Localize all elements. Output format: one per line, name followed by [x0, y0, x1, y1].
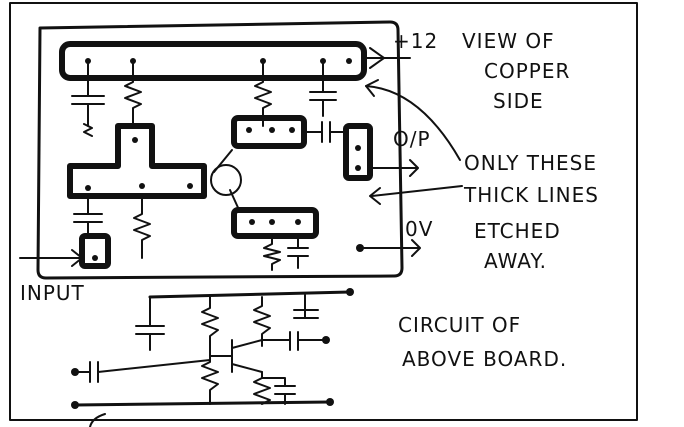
ground-hole [356, 244, 364, 252]
t-pad-hole-mid [139, 183, 145, 189]
schematic-bias-resistor-bottom [201, 355, 219, 405]
circuit-caption-line1: CIRCUIT OF [398, 313, 521, 337]
schematic-capacitor-decouple [135, 296, 165, 351]
schematic-transistor [209, 339, 263, 373]
t-shaped-pad [67, 123, 207, 199]
note-line2: THICK LINES [463, 183, 599, 207]
rail-hole-5 [346, 58, 352, 64]
note-line4: AWAY. [484, 249, 547, 273]
schematic-ground-rail [73, 400, 332, 407]
schematic-supply-rail [148, 290, 352, 299]
emitter-hole-2 [269, 219, 275, 225]
view-label-line3: SIDE [493, 89, 544, 113]
schematic-collector-resistor [253, 296, 271, 347]
collector-hole-1 [246, 127, 252, 133]
schematic-supply-capacitor [293, 294, 319, 319]
output-hole-2 [355, 165, 361, 171]
t-pad-hole-right [187, 183, 193, 189]
note-line3: ETCHED [474, 219, 561, 243]
collector-hole-3 [289, 127, 295, 133]
rail-hole-4 [320, 58, 326, 64]
rail-hole-3 [260, 58, 266, 64]
outer-frame [9, 2, 638, 421]
rail-hole-2 [130, 58, 136, 64]
rail-resistor-left [124, 63, 142, 127]
supply-label: +12 [393, 29, 438, 53]
input-label: INPUT [20, 281, 85, 305]
note-line1: ONLY THESE [464, 151, 597, 175]
schematic-input-node [71, 368, 79, 376]
schematic-emitter-resistor [253, 371, 271, 405]
output-pad [343, 123, 373, 181]
rail-capacitor-right [309, 63, 337, 117]
t-pad-hole-left [85, 185, 91, 191]
schematic-emitter-capacitor [261, 377, 296, 405]
emitter-pad [231, 207, 319, 239]
schematic-ground-tail [89, 413, 106, 427]
emitter-hole-1 [249, 219, 255, 225]
schematic-ground-node-left [71, 401, 79, 409]
output-arrow [371, 159, 419, 177]
ground-scribble-left [83, 123, 93, 137]
circuit-caption-line2: ABOVE BOARD. [402, 347, 567, 371]
pcb-board-outline [36, 20, 404, 280]
collector-hole-2 [269, 127, 275, 133]
input-pad [79, 233, 111, 269]
view-label-line2: COPPER [484, 59, 570, 83]
supply-arrow [363, 47, 411, 69]
emitter-hole-3 [295, 219, 301, 225]
note-arrow-output [369, 185, 463, 205]
schematic-output-capacitor [261, 331, 327, 351]
schematic-ground-node-right [326, 398, 334, 406]
note-arrow-rail [365, 85, 461, 161]
output-hole-1 [355, 145, 361, 151]
input-arrow [19, 249, 83, 267]
output-capacitor [303, 121, 349, 143]
schematic-bias-resistor-top [201, 296, 219, 357]
input-capacitor [73, 195, 103, 237]
schematic-supply-node [346, 288, 354, 296]
schematic-output-node [322, 336, 330, 344]
schematic-input-capacitor [74, 359, 211, 383]
emitter-capacitor [287, 235, 309, 269]
ground-label: 0V [405, 217, 433, 241]
output-label: O/P [393, 127, 431, 151]
bias-resistor-lower [133, 195, 151, 259]
transistor-symbol [210, 164, 242, 196]
t-pad-hole-top [132, 137, 138, 143]
rail-hole-1 [85, 58, 91, 64]
input-hole [92, 255, 98, 261]
transistor-leads [213, 149, 241, 213]
view-label-line1: VIEW OF [462, 29, 555, 53]
ground-arrow [363, 239, 421, 257]
note-arrowhead-rail [365, 79, 379, 97]
rail-capacitor-left [71, 63, 105, 127]
rail-resistor-right [254, 63, 272, 127]
supply-rail-pad [59, 41, 367, 81]
emitter-resistor [263, 235, 281, 271]
